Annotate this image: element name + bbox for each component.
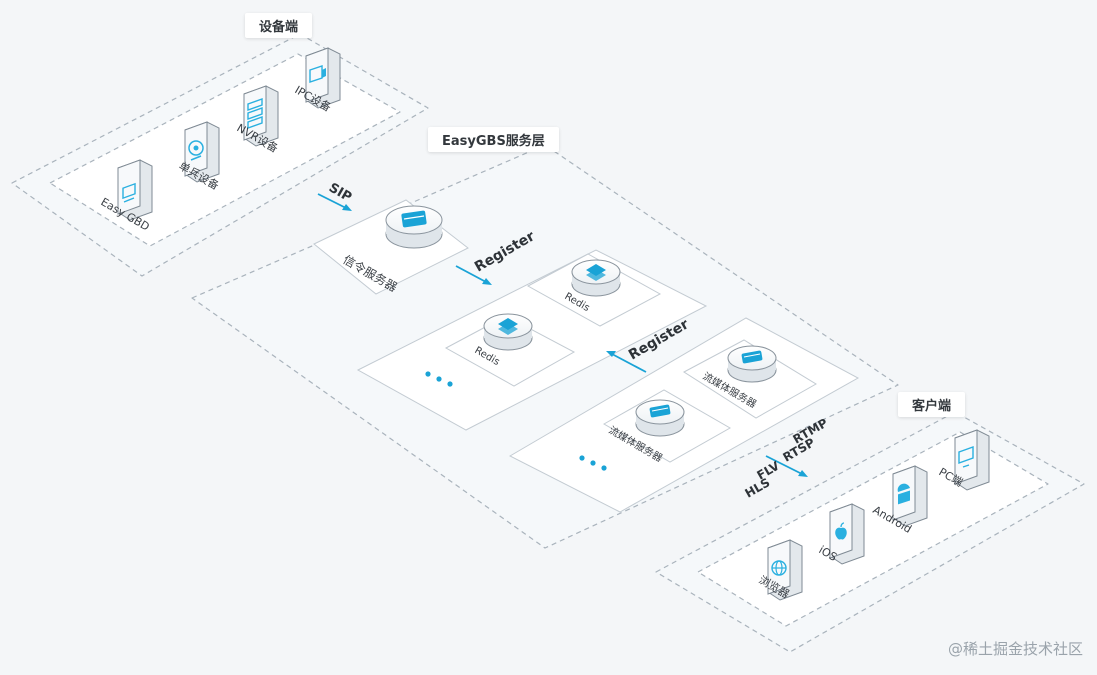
flow-label: HLS bbox=[743, 475, 773, 500]
device-gbd bbox=[117, 159, 153, 221]
globe-icon bbox=[771, 560, 787, 576]
more-dot bbox=[436, 376, 442, 382]
media-server-group: 流媒体服务器 流媒体服务器 bbox=[508, 317, 860, 513]
camera-device-icon bbox=[188, 140, 204, 161]
more-dot bbox=[425, 371, 431, 377]
client-ios bbox=[829, 503, 865, 565]
device-camera bbox=[184, 121, 220, 183]
device-group-title: 设备端 bbox=[245, 13, 313, 38]
redis-disk-icon bbox=[483, 313, 533, 351]
watermark: @稀土掘金技术社区 bbox=[947, 640, 1083, 658]
more-dot bbox=[601, 465, 607, 471]
monitor-icon bbox=[958, 446, 974, 468]
signaling-server: 信令服务器 bbox=[313, 199, 469, 295]
server-disk-icon bbox=[385, 205, 443, 249]
client-browser bbox=[767, 539, 803, 601]
nvr-device-icon bbox=[247, 98, 263, 129]
media-disk-icon bbox=[727, 345, 777, 383]
redis-group: Redis Redis bbox=[356, 249, 708, 431]
android-icon bbox=[897, 483, 910, 505]
device-ipc bbox=[305, 47, 341, 109]
more-dot bbox=[447, 381, 453, 387]
device-nvr bbox=[243, 85, 279, 147]
client-android bbox=[892, 465, 928, 527]
media-disk-icon bbox=[635, 399, 685, 437]
flow-sip: SIP bbox=[317, 180, 354, 211]
flow-label: SIP bbox=[326, 180, 354, 205]
ipc-device-icon bbox=[309, 65, 326, 83]
client-pc bbox=[954, 429, 990, 491]
more-dot bbox=[590, 460, 596, 466]
gbd-device-icon bbox=[122, 182, 136, 203]
client-group-title: 客户端 bbox=[898, 392, 966, 417]
redis-disk-icon bbox=[571, 259, 621, 297]
service-group-title: EasyGBS服务层 bbox=[428, 127, 559, 152]
apple-icon bbox=[835, 522, 847, 540]
more-dot bbox=[579, 455, 585, 461]
